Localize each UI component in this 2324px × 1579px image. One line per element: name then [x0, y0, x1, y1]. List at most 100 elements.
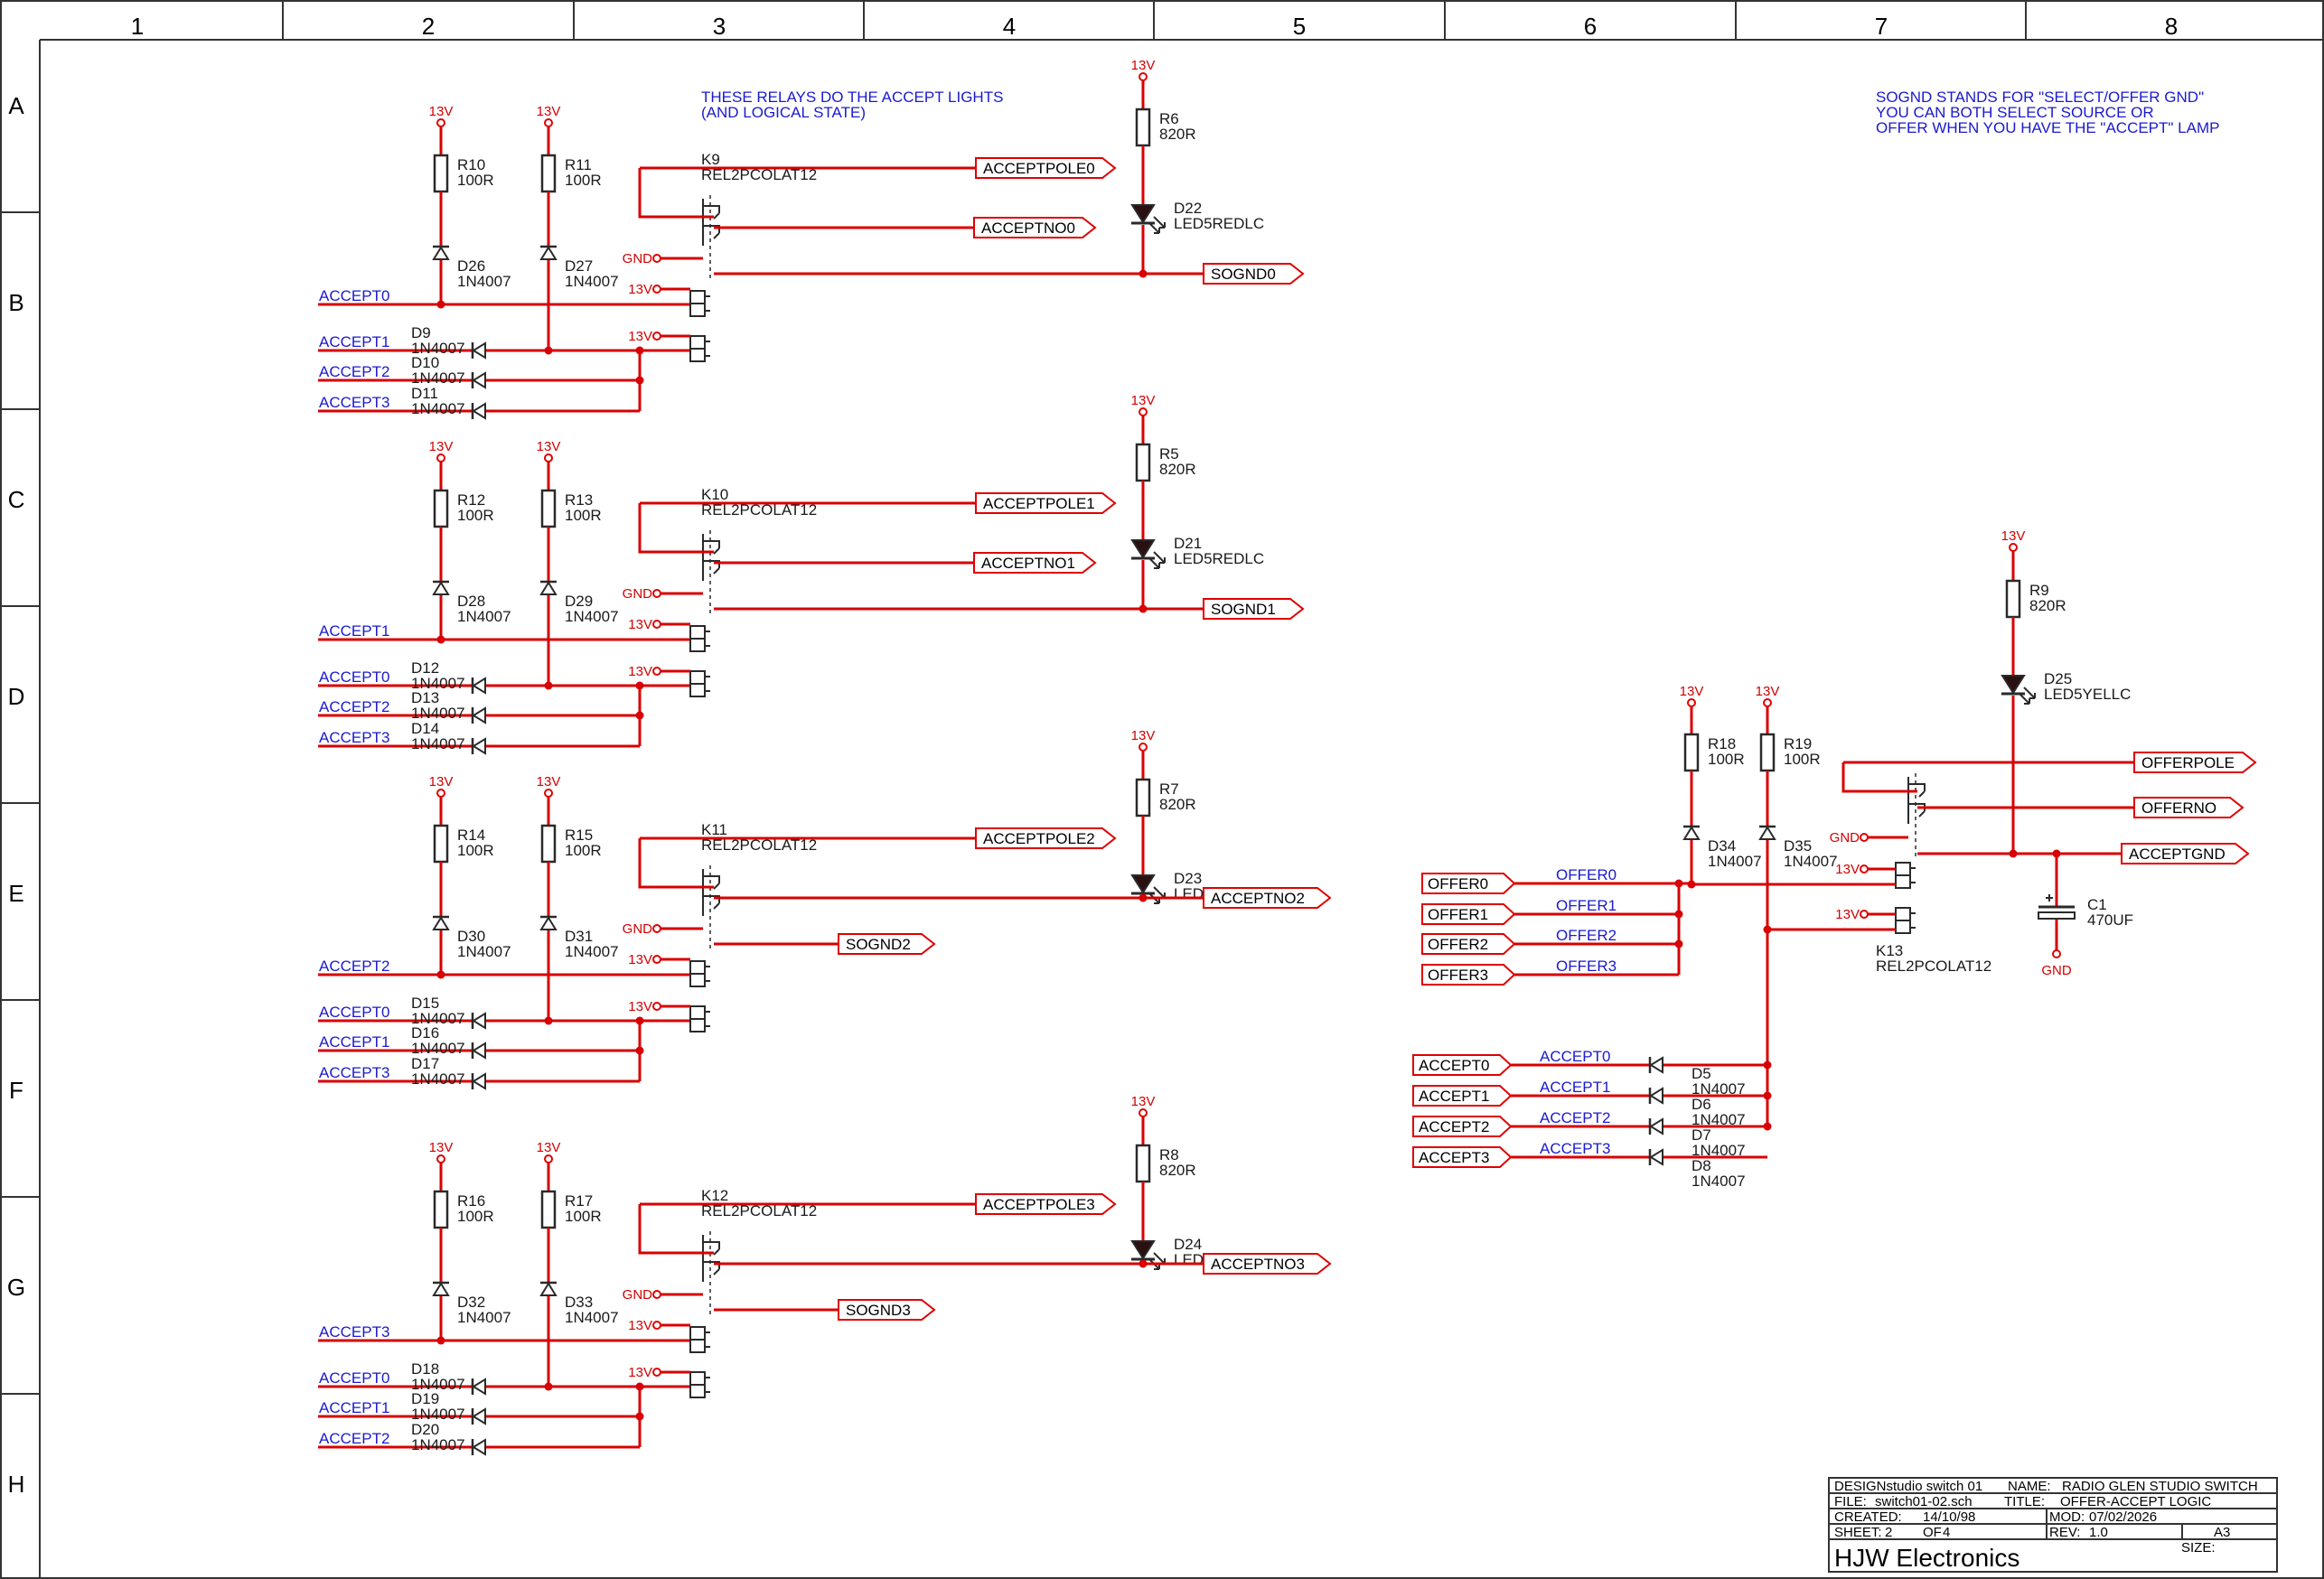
port-shape [838, 1299, 936, 1321]
diode-part: 1N4007 [411, 1040, 465, 1057]
row-label: A [8, 92, 24, 119]
port-label: SOGND0 [1211, 266, 1276, 283]
led-part: LED5REDLC [1174, 215, 1264, 232]
relay-coil [1895, 907, 1916, 934]
resistor-body [1759, 733, 1776, 772]
net-label: ACCEPT1 [319, 1033, 389, 1051]
power-13v: 13V [1131, 58, 1155, 81]
resistor-value: 100R [457, 842, 494, 859]
diode-part: 1N4007 [457, 1309, 511, 1326]
tb-of-label: OF [1923, 1525, 1942, 1540]
v13-terminal: 13V [628, 999, 661, 1014]
port-label: OFFER1 [1428, 906, 1488, 923]
power-terminal [544, 118, 553, 127]
resistor-body [1135, 778, 1151, 818]
net-label: ACCEPT3 [319, 729, 389, 746]
diode-part: 1N4007 [411, 1010, 465, 1027]
junction-dot [1763, 1122, 1772, 1131]
net-label: ACCEPT2 [319, 958, 389, 975]
diode-triangle [432, 1282, 450, 1296]
resistor-body [1135, 443, 1151, 482]
wire [638, 1204, 714, 1255]
v13-label: 13V [628, 952, 652, 967]
v13-terminal: 13V [1835, 907, 1869, 922]
led-ref: D23 [1174, 870, 1202, 887]
v13-circle [652, 955, 661, 964]
gnd-circle [652, 589, 661, 598]
gnd-circle [1860, 833, 1869, 842]
junction-dot [436, 635, 445, 644]
diode-ref: D15 [411, 995, 439, 1012]
power-13v: 13V [1131, 1094, 1155, 1117]
relay-coil [689, 960, 710, 987]
resistor-body [433, 154, 449, 193]
port-shape [1421, 873, 1516, 894]
tb-of: 4 [1943, 1525, 1950, 1540]
diode-ref: D31 [565, 928, 593, 945]
junction-dot [1674, 879, 1683, 888]
diode-triangle [472, 1438, 486, 1456]
port-shape [975, 827, 1117, 849]
contact-lines [702, 199, 720, 246]
junction-dot [635, 376, 644, 385]
power-terminal [1139, 72, 1148, 81]
port-out: OFFERPOLE [2133, 752, 2257, 773]
port-shape [975, 1193, 1117, 1215]
led-triangle [1130, 1240, 1156, 1260]
led-arrows [2018, 687, 2036, 705]
diode-part: 1N4007 [411, 369, 465, 387]
diode-part: 1N4007 [411, 1376, 465, 1393]
resistor-body [1683, 733, 1700, 772]
resistor-value: 100R [1708, 751, 1745, 768]
relay-coil [689, 1005, 710, 1032]
diode-ref: D26 [457, 257, 485, 275]
tb-name: RADIO GLEN STUDIO SWITCH [2062, 1479, 2258, 1494]
power-terminal [544, 1154, 553, 1163]
port-out: ACCEPTNO1 [973, 552, 1097, 574]
note-relays-line2: (AND LOGICAL STATE) [701, 104, 866, 121]
resistor-ref: R7 [1159, 780, 1179, 798]
power-terminal [1139, 743, 1148, 752]
port-label: ACCEPT0 [1419, 1057, 1489, 1074]
diode-part: 1N4007 [457, 608, 511, 625]
v13-circle [652, 1368, 661, 1377]
led-arrows [1148, 1252, 1166, 1270]
diode-ref: D12 [411, 659, 439, 677]
port-label: OFFERNO [2141, 799, 2216, 817]
tb-name-label: NAME: [2008, 1479, 2051, 1494]
coil-leads [705, 966, 710, 982]
v13-label: 13V [628, 664, 652, 679]
diode-triangle [472, 1072, 486, 1090]
diode-triangle [472, 1012, 486, 1030]
port-shape [2133, 797, 2244, 818]
led-arrows [1148, 551, 1166, 569]
coil-leads [705, 295, 710, 312]
diode-ref: D19 [411, 1390, 439, 1407]
port-shape [973, 552, 1097, 574]
v13-terminal: 13V [628, 664, 661, 679]
title-block: DESIGNstudio switch 01 NAME: RADIO GLEN … [1828, 1477, 2278, 1573]
resistor-ref: R19 [1784, 735, 1812, 752]
relay-ref: K12 [701, 1187, 728, 1204]
gnd-terminal: GND [623, 586, 661, 602]
coil-leads [705, 631, 710, 647]
power-13v: 13V [429, 1140, 453, 1163]
net-label: OFFER1 [1556, 897, 1616, 914]
resistor-value: 820R [1159, 461, 1196, 478]
port-out: SOGND2 [838, 933, 936, 955]
power-13v: 13V [1131, 393, 1155, 416]
resistor-ref: R18 [1708, 735, 1736, 752]
net-label: ACCEPT2 [1540, 1109, 1610, 1126]
port-out: ACCEPTPOLE3 [975, 1193, 1117, 1215]
port-label: OFFER2 [1428, 936, 1488, 953]
